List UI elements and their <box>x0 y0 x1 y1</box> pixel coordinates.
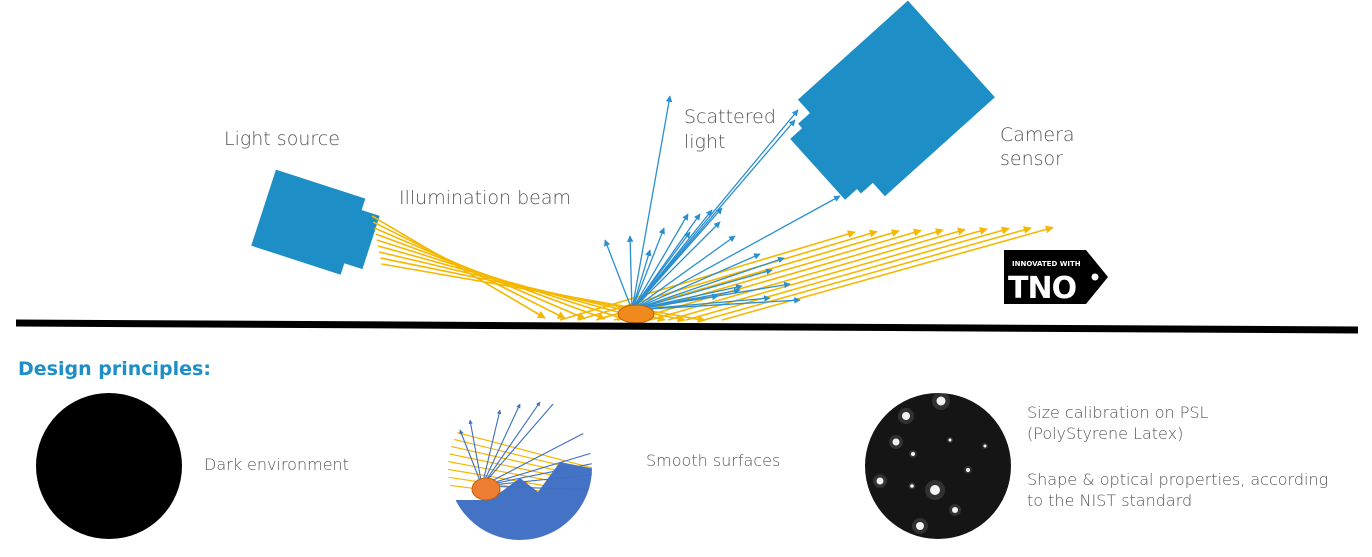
camera-sensor-device <box>790 0 995 200</box>
scattered-ray <box>631 213 689 311</box>
thumb-blue-ray <box>481 409 502 487</box>
reflected-beam <box>667 227 988 321</box>
scattered-ray <box>631 268 773 311</box>
scattered-ray <box>631 249 652 311</box>
scattered-ray <box>626 235 634 311</box>
particle <box>617 304 655 324</box>
principle-psl-line1: Size calibration on PSL <box>1027 403 1209 422</box>
scattered-ray <box>631 235 736 311</box>
scattered-ray <box>631 256 785 311</box>
psl-particle-dot <box>952 507 958 513</box>
reflected-beam <box>649 227 966 321</box>
psl-particle-dot <box>948 438 952 442</box>
thumb-blue-ray <box>481 451 592 487</box>
scattered-ray <box>631 195 841 311</box>
scattered-ray <box>631 295 771 311</box>
psl-particle-dot <box>892 438 900 446</box>
principle-smooth-surfaces-label: Smooth surfaces <box>646 451 781 470</box>
reflected-beam <box>559 230 856 321</box>
psl-particle-glow <box>949 504 961 516</box>
principle-dark-environment-label: Dark environment <box>204 455 349 474</box>
scattered-ray <box>631 221 721 311</box>
psl-particle-dot <box>983 444 987 448</box>
psl-particle-dot <box>902 412 910 420</box>
scattered-ray <box>631 284 743 311</box>
psl-particle-glow <box>912 518 928 534</box>
surface-line <box>15 319 1359 334</box>
psl-particle-dot <box>910 484 914 488</box>
scattered-ray <box>631 95 673 311</box>
psl-particle-glow <box>947 437 953 443</box>
principle-psl-line2: (PolyStyrene Latex) <box>1027 424 1184 443</box>
psl-particle-glow <box>898 408 914 424</box>
thumb-blue-ray <box>481 401 541 487</box>
scattered-ray <box>631 227 665 311</box>
psl-particle-dot <box>966 468 970 472</box>
dark-circle <box>36 393 182 539</box>
scattered-ray <box>631 297 801 311</box>
psl-particle-dot <box>876 477 884 485</box>
thumb-blue-ray <box>459 429 483 487</box>
thumb-blue-ray <box>481 429 591 487</box>
scattered-ray <box>631 109 799 311</box>
scattered-light-label-line1: Scattered <box>684 106 776 128</box>
psl-particle-glow <box>909 450 917 458</box>
psl-particle-dot <box>936 396 946 406</box>
incident-beam <box>371 215 546 319</box>
psl-particle-glow <box>873 474 887 488</box>
thumb-blue-ray <box>481 396 561 487</box>
psl-particles-thumbnail <box>865 393 1011 539</box>
psl-particle-glow <box>925 480 945 500</box>
reflected-beam <box>703 226 1032 321</box>
reflected-beam <box>577 229 878 321</box>
thumb-blue-ray <box>481 461 592 487</box>
light-source-device <box>251 169 380 275</box>
light-source-label: Light source <box>224 128 340 150</box>
thumb-blue-ray <box>468 419 483 487</box>
camera-sensor-label-line2: sensor <box>1000 148 1063 170</box>
psl-particle-glow <box>982 443 988 449</box>
scattered-ray <box>631 253 761 311</box>
psl-particle-glow <box>889 435 903 449</box>
scattered-light-label-line2: light <box>684 131 726 153</box>
psl-particle-dot <box>916 522 924 530</box>
psl-particle-glow <box>932 393 950 410</box>
reflected-beam <box>685 226 1010 321</box>
psl-particle-glow <box>908 482 916 490</box>
principle-psl-line4: to the NIST standard <box>1027 491 1193 510</box>
scattered-ray <box>631 231 691 311</box>
camera-sensor-label-line1: Camera <box>1000 124 1075 146</box>
psl-particle-dot <box>930 485 940 495</box>
thumb-blue-ray <box>481 403 521 487</box>
thumb-yellow-ray <box>448 427 592 471</box>
scattered-ray <box>604 239 633 311</box>
scattered-ray <box>631 119 796 311</box>
illumination-beam-label: Illumination beam <box>399 187 572 209</box>
reflected-beam <box>721 225 1054 321</box>
thumb-blue-ray <box>481 485 592 493</box>
design-principles-title: Design principles: <box>18 358 211 380</box>
psl-particle-glow <box>964 466 972 474</box>
tno-badge <box>1004 250 1108 304</box>
principle-psl-line3: Shape & optical properties, according <box>1027 470 1329 489</box>
psl-particle-dot <box>911 452 915 456</box>
smooth-surface-thumbnail <box>448 396 592 540</box>
thumb-blue-ray <box>481 473 592 487</box>
badge-small-text: INNOVATED WITH <box>1012 260 1081 268</box>
badge-big-text: TNO <box>1008 271 1076 306</box>
